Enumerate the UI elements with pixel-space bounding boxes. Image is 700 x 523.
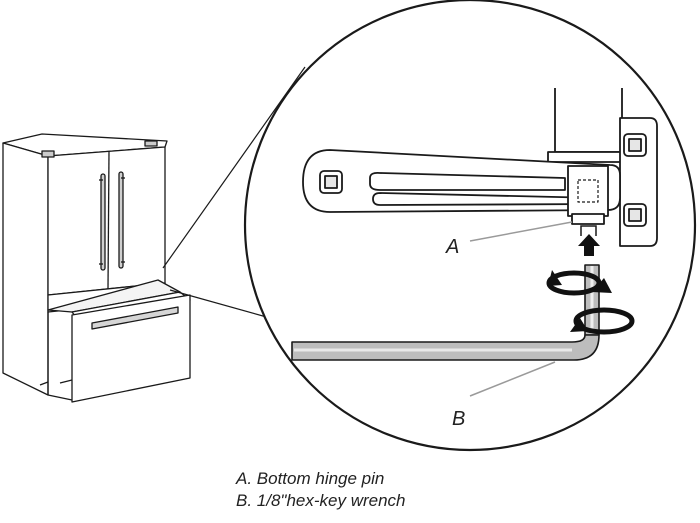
leader-lines [469, 221, 573, 397]
legend-item-b: B. 1/8"hex-key wrench [236, 491, 406, 510]
rotation-arrowheads-icon [548, 270, 612, 332]
callout-b-label: B [452, 408, 465, 430]
legend-item-a: A. Bottom hinge pin [236, 469, 385, 488]
hex-key-wrench-icon [291, 264, 600, 361]
callout-a-label: A [445, 236, 459, 258]
hinge-plate-icon [302, 88, 658, 247]
legend: A. Bottom hinge pin B. 1/8"hex-key wrenc… [236, 468, 406, 512]
refrigerator-icon [2, 133, 191, 403]
hinge-pin-icon [580, 225, 597, 236]
up-arrow-icon [578, 234, 600, 256]
